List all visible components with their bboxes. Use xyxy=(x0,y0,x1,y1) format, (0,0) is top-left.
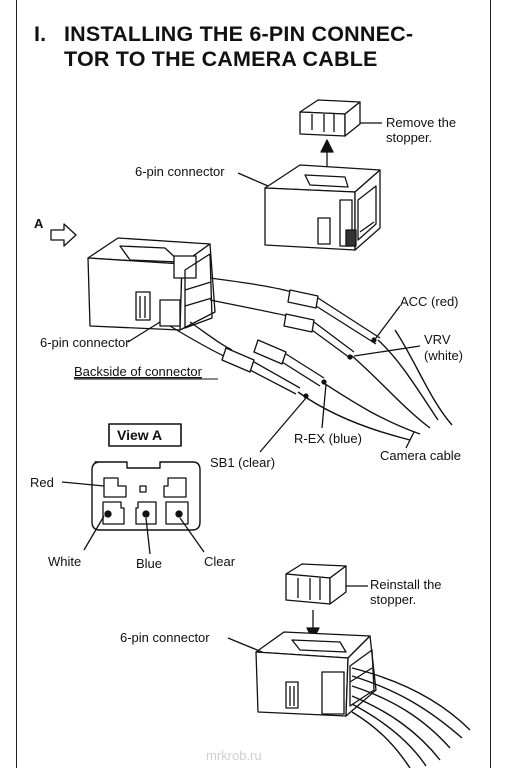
label-connector-top: 6-pin connector xyxy=(135,164,225,179)
terminal-sb1 xyxy=(221,347,301,395)
label-sb1: SB1 (clear) xyxy=(210,455,275,470)
page-title: I. INSTALLING THE 6-PIN CONNEC- TOR TO TH… xyxy=(34,22,494,72)
label-red: Red xyxy=(30,475,54,490)
watermark: mrkrob.ru xyxy=(206,748,262,763)
label-arrow-a: A xyxy=(34,216,44,231)
label-connector-bottom: 6-pin connector xyxy=(120,630,210,645)
connector-backside xyxy=(87,237,216,331)
leader-connector-back xyxy=(127,321,161,343)
leader-connector-bottom xyxy=(227,637,263,653)
label-backside: Backside of connector xyxy=(74,364,203,379)
arrow-a-icon xyxy=(50,223,77,247)
label-blue: Blue xyxy=(136,556,162,571)
camera-cable xyxy=(297,329,453,441)
leader-red xyxy=(61,481,105,487)
label-acc: ACC (red) xyxy=(400,294,459,309)
section-number: I. xyxy=(34,22,47,46)
leader-blue xyxy=(145,517,151,555)
connector-bottom xyxy=(255,631,377,717)
title-line-1: INSTALLING THE 6-PIN CONNEC- xyxy=(64,22,414,46)
label-vrv-1: VRV xyxy=(424,332,451,347)
terminal-rex xyxy=(253,339,325,387)
leader-rex xyxy=(321,383,327,429)
leader-clear xyxy=(179,517,205,553)
label-connector-back: 6-pin connector xyxy=(40,335,130,350)
leader-vrv xyxy=(353,345,421,357)
label-white: White xyxy=(48,554,81,569)
label-vrv-2: (white) xyxy=(424,348,463,363)
terminal-vrv xyxy=(283,313,355,359)
label-clear: Clear xyxy=(204,554,236,569)
label-remove-2: stopper. xyxy=(386,130,432,145)
view-a-connector xyxy=(91,461,201,531)
label-camera-cable: Camera cable xyxy=(380,448,461,463)
bottom-cables xyxy=(351,667,471,768)
leader-connector-top xyxy=(237,172,269,187)
leader-sb1 xyxy=(259,397,307,453)
stopper-bottom xyxy=(285,563,347,605)
label-remove-1: Remove the xyxy=(386,115,456,130)
terminal-acc xyxy=(287,289,381,345)
connector-top xyxy=(264,164,381,251)
label-rex: R-EX (blue) xyxy=(294,431,362,446)
stopper-top xyxy=(299,99,361,137)
title-line-2: TOR TO THE CAMERA CABLE xyxy=(64,47,378,71)
leader-acc xyxy=(375,305,401,339)
label-reinstall-1: Reinstall the xyxy=(370,577,442,592)
label-reinstall-2: stopper. xyxy=(370,592,416,607)
page-frame xyxy=(16,0,491,768)
leader-camera xyxy=(405,431,415,449)
label-view-a: View A xyxy=(117,427,162,443)
view-a-box xyxy=(108,423,182,447)
wire-markers xyxy=(303,337,377,399)
leader-white xyxy=(83,515,105,551)
